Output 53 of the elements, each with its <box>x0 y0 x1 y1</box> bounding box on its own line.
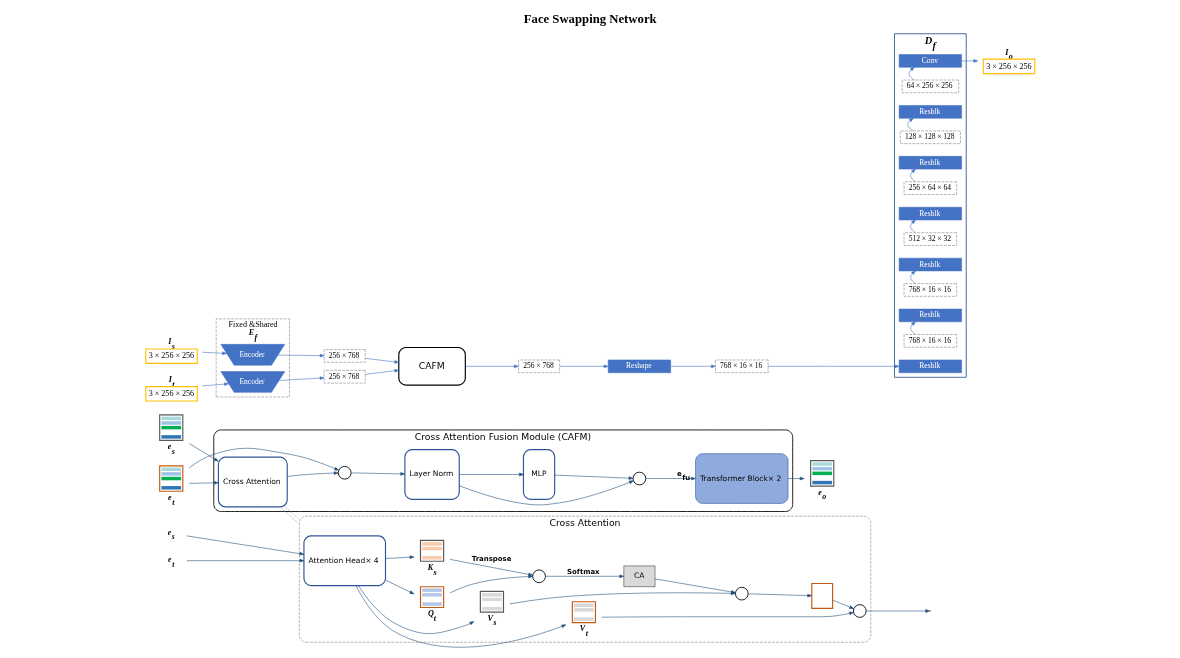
node-circle <box>853 604 867 618</box>
arrow <box>907 117 914 132</box>
arrow <box>189 443 219 462</box>
node-circle <box>632 471 647 486</box>
arrow <box>358 585 475 634</box>
arrow <box>278 376 325 381</box>
arrow <box>385 579 415 595</box>
arrow <box>201 382 229 387</box>
connector <box>279 506 300 525</box>
arrow <box>465 364 519 369</box>
arrow <box>910 270 916 284</box>
arrow <box>559 364 609 369</box>
arrow <box>189 447 339 471</box>
arrow <box>554 474 634 480</box>
arrow <box>748 593 812 598</box>
arrow <box>365 358 400 364</box>
arrow <box>832 599 854 609</box>
node-box: CAFM <box>398 346 466 386</box>
arrow <box>787 476 805 481</box>
node-box: 3 × 256 × 256 <box>145 386 198 402</box>
arrow <box>910 219 916 233</box>
arrow <box>910 168 916 182</box>
arrow <box>449 574 533 594</box>
arrow <box>645 476 696 481</box>
arrow <box>449 559 533 577</box>
arrow <box>908 67 915 81</box>
arrow <box>459 472 524 477</box>
arrow <box>601 611 854 618</box>
arrow <box>189 481 219 485</box>
arrow <box>350 472 406 476</box>
arrow <box>545 574 625 578</box>
arrow <box>186 535 305 556</box>
arrow <box>287 471 339 477</box>
arrow <box>355 585 567 648</box>
arrow <box>201 351 227 355</box>
arrow <box>459 480 634 506</box>
arrow <box>866 609 931 613</box>
arrow <box>961 59 979 63</box>
arrow <box>910 321 916 335</box>
node-box: 3 × 256 × 256 <box>145 348 198 364</box>
arrow <box>186 558 305 563</box>
diagram-title: Face Swapping Network <box>523 11 657 26</box>
arrow <box>670 364 716 369</box>
node-box <box>811 582 834 609</box>
node-circle <box>337 465 352 480</box>
arrow <box>365 369 400 375</box>
connector <box>284 506 300 520</box>
node-box: 3 × 256 × 256 <box>982 58 1036 75</box>
arrow <box>385 555 415 559</box>
arrow <box>277 353 325 358</box>
arrow <box>767 364 900 369</box>
node-circle <box>735 586 749 601</box>
node-circle <box>532 569 546 584</box>
